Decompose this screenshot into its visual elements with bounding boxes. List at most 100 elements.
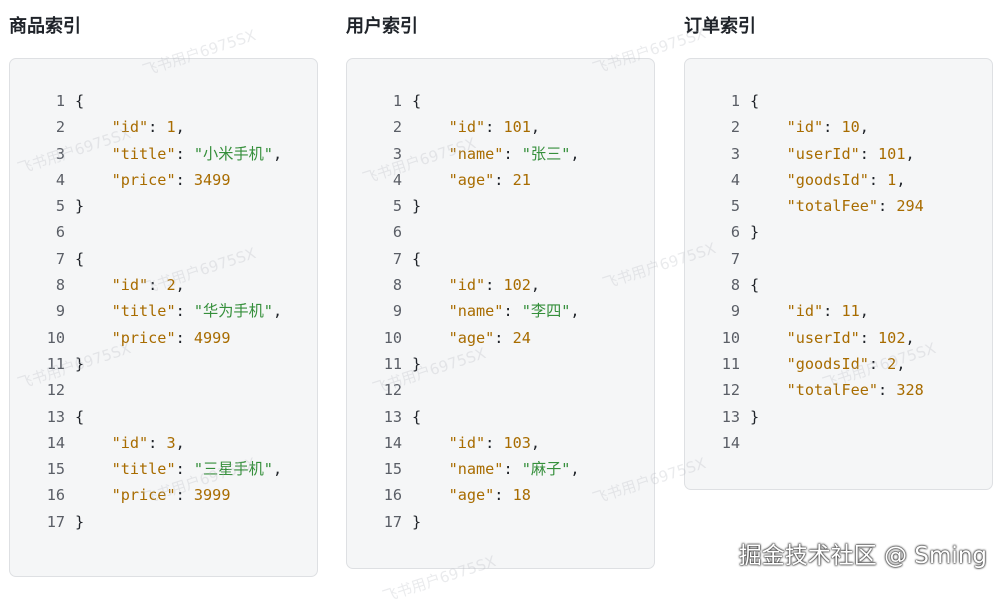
- line-number: 14: [383, 433, 402, 452]
- json-key: "name": [448, 302, 504, 321]
- json-punctuation: [412, 486, 449, 504]
- code-lines: 1{2 "id": 101,3 "name": "张三",4 "age": 21…: [347, 88, 654, 535]
- json-key: "id": [448, 433, 486, 452]
- json-punctuation: ,: [570, 460, 580, 479]
- line-number: 11: [721, 354, 740, 373]
- json-number: 3: [166, 433, 176, 452]
- code-line: 13{: [347, 404, 654, 430]
- json-punctuation: :: [494, 486, 513, 505]
- line-number: 13: [721, 407, 740, 426]
- code-lines: 1{2 "id": 1,3 "title": "小米手机",4 "price":…: [10, 88, 317, 535]
- json-punctuation: :: [148, 118, 167, 137]
- json-punctuation: [412, 302, 449, 320]
- code-line: 15 "title": "三星手机",: [10, 456, 317, 482]
- line-number: 3: [730, 144, 740, 163]
- code-line: 6}: [685, 219, 992, 245]
- json-punctuation: :: [175, 460, 194, 479]
- code-line: 10 "price": 4999: [10, 325, 317, 351]
- json-key: "title": [111, 302, 176, 321]
- code-lines: 1{2 "id": 10,3 "userId": 101,4 "goodsId"…: [685, 88, 992, 456]
- json-punctuation: :: [148, 433, 167, 452]
- line-number: 4: [55, 170, 65, 189]
- json-punctuation: {: [75, 92, 85, 110]
- code-line: 14: [685, 430, 992, 456]
- json-key: "age": [448, 486, 495, 505]
- json-punctuation: [75, 486, 112, 504]
- code-line: 12: [10, 377, 317, 403]
- json-punctuation: [750, 118, 787, 136]
- json-punctuation: [75, 460, 112, 478]
- line-number: 2: [730, 118, 740, 137]
- column-title: 商品索引: [9, 16, 81, 37]
- line-number: 6: [392, 223, 402, 242]
- json-punctuation: :: [503, 144, 522, 163]
- json-punctuation: {: [750, 92, 760, 110]
- code-block: 1{2 "id": 10,3 "userId": 101,4 "goodsId"…: [684, 58, 993, 490]
- code-line: 5}: [10, 193, 317, 219]
- json-number: 1: [166, 118, 176, 137]
- line-number: 9: [55, 302, 65, 321]
- code-line: 15 "name": "麻子",: [347, 456, 654, 482]
- code-line: 3 "title": "小米手机",: [10, 141, 317, 167]
- json-key: "title": [111, 144, 176, 163]
- json-punctuation: {: [412, 249, 422, 268]
- json-punctuation: :: [823, 118, 842, 137]
- json-number: 102: [503, 276, 531, 295]
- json-punctuation: [750, 355, 787, 373]
- json-punctuation: }: [412, 354, 422, 373]
- code-block: 1{2 "id": 101,3 "name": "张三",4 "age": 21…: [346, 58, 655, 569]
- code-line: 12: [347, 377, 654, 403]
- json-punctuation: [75, 302, 112, 320]
- json-key: "price": [111, 328, 176, 347]
- json-punctuation: [75, 118, 112, 136]
- json-number: 2: [887, 354, 897, 373]
- line-number: 10: [383, 328, 402, 347]
- line-number: 11: [383, 354, 402, 373]
- line-number: 17: [46, 512, 65, 531]
- code-line: 1{: [347, 88, 654, 114]
- json-punctuation: [412, 276, 449, 294]
- json-key: "age": [448, 328, 495, 347]
- line-number: 15: [46, 460, 65, 479]
- code-line: 5 "totalFee": 294: [685, 193, 992, 219]
- json-number: 101: [878, 144, 906, 163]
- line-number: 6: [730, 223, 740, 242]
- json-punctuation: [75, 276, 112, 294]
- json-number: 10: [841, 118, 860, 137]
- json-punctuation: :: [494, 170, 513, 189]
- json-number: 24: [512, 328, 531, 347]
- json-punctuation: ,: [859, 118, 869, 137]
- json-punctuation: [412, 118, 449, 136]
- code-line: 9 "id": 11,: [685, 298, 992, 324]
- code-line: 8 "id": 2,: [10, 272, 317, 298]
- code-line: 1{: [685, 88, 992, 114]
- json-punctuation: :: [868, 170, 888, 189]
- line-number: 13: [383, 407, 402, 426]
- json-punctuation: :: [868, 354, 888, 373]
- json-string: "三星手机": [193, 460, 273, 479]
- json-punctuation: ,: [175, 118, 185, 137]
- line-number: 1: [730, 92, 740, 110]
- json-key: "totalFee": [786, 197, 879, 216]
- json-punctuation: [750, 197, 787, 215]
- json-punctuation: :: [175, 170, 194, 189]
- json-punctuation: ,: [530, 433, 541, 452]
- code-line: 2 "id": 10,: [685, 114, 992, 140]
- line-number: 14: [721, 433, 740, 452]
- code-line: 10 "userId": 102,: [685, 325, 992, 351]
- json-punctuation: ,: [175, 433, 185, 452]
- json-punctuation: {: [412, 92, 422, 110]
- line-number: 3: [55, 144, 65, 163]
- json-key: "id": [111, 276, 149, 295]
- json-key: "id": [111, 433, 149, 452]
- json-punctuation: :: [148, 276, 167, 295]
- json-punctuation: :: [485, 276, 504, 295]
- line-number: 17: [383, 512, 402, 531]
- json-punctuation: :: [503, 302, 522, 321]
- json-number: 4999: [193, 328, 231, 347]
- json-key: "id": [786, 302, 824, 321]
- code-line: 7: [685, 246, 992, 272]
- json-punctuation: [412, 434, 449, 452]
- line-number: 2: [392, 118, 402, 137]
- line-number: 10: [721, 328, 740, 347]
